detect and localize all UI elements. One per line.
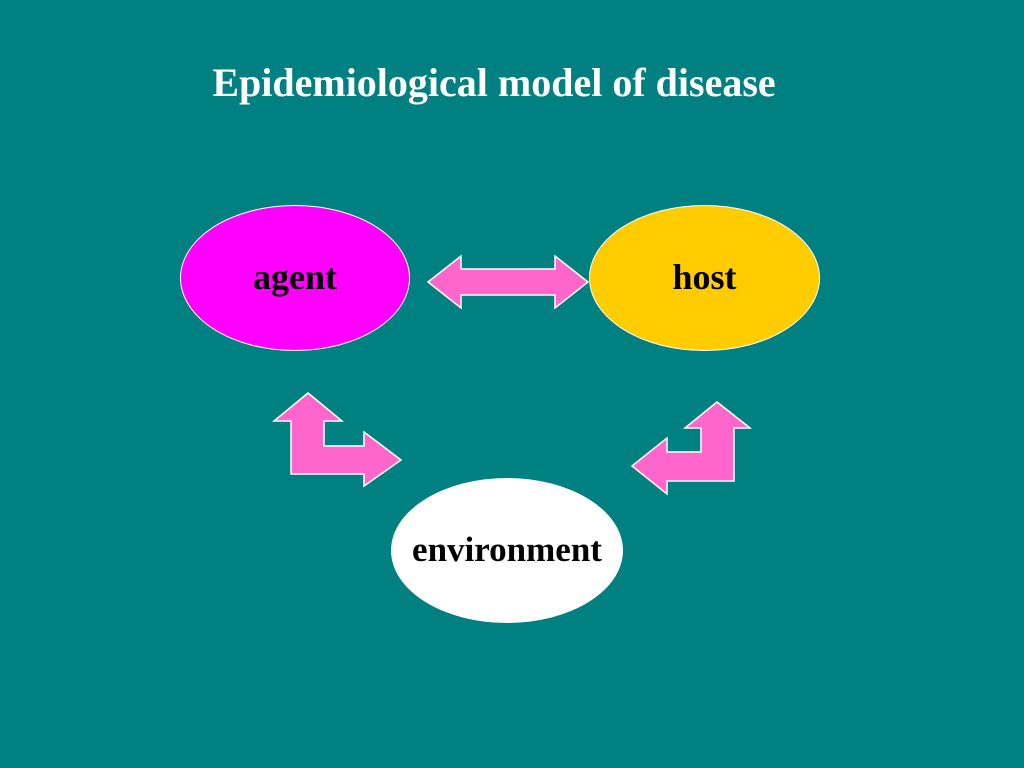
agent-environment-bent-arrow	[271, 392, 403, 488]
host-node: host	[589, 205, 820, 351]
agent-host-double-arrow	[426, 254, 590, 310]
host-label: host	[672, 257, 737, 297]
environment-label: environment	[412, 529, 602, 569]
environment-host-bent-arrow	[630, 401, 753, 496]
slide-title: Epidemiological model of disease	[212, 60, 776, 105]
agent-node: agent	[180, 205, 410, 351]
environment-node: environment	[391, 478, 623, 623]
agent-label: agent	[253, 257, 337, 297]
